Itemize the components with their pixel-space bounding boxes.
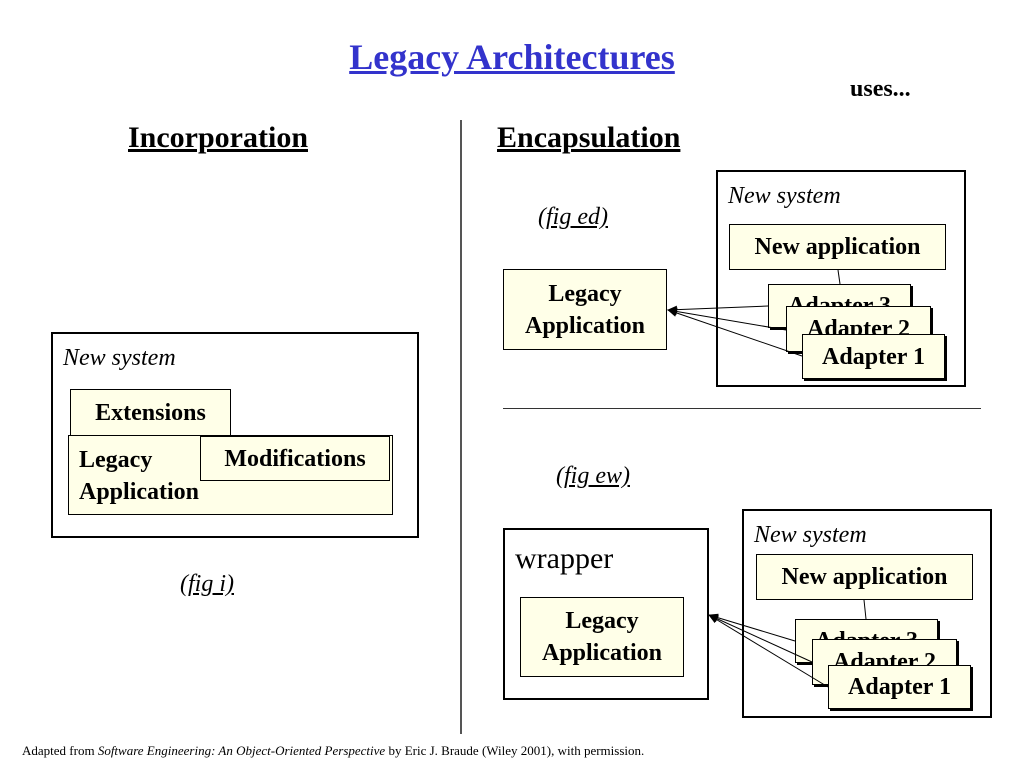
ew-legacy-application-box: Legacy Application <box>520 597 684 677</box>
extensions-label: Extensions <box>95 400 206 426</box>
footer-book-title: Software Engineering: An Object-Oriented… <box>97 743 386 758</box>
ew-new-application-box: New application <box>756 554 973 600</box>
ew-adapter-3-arrow <box>708 613 796 642</box>
ed-legacy-application-box: Legacy Application <box>503 269 667 350</box>
footer-prefix: Adapted from <box>22 743 98 758</box>
ew-legacy-line2: Application <box>541 640 663 666</box>
horizontal-divider <box>503 408 981 409</box>
ed-frame-label: New system <box>728 183 841 209</box>
wrapper-label: wrapper <box>515 542 614 575</box>
vertical-divider <box>460 120 462 734</box>
ed-adapter-1-arrow <box>667 309 803 357</box>
ed-new-application-box: New application <box>729 224 946 270</box>
modifications-label: Modifications <box>224 445 366 472</box>
ed-new-application-label: New application <box>754 234 921 260</box>
page-title: Legacy Architectures <box>349 37 675 77</box>
ed-newapp-to-adapter-line <box>837 269 841 285</box>
extensions-box: Extensions <box>70 389 231 437</box>
modifications-box: Modifications <box>200 436 390 481</box>
ew-legacy-line1: Legacy <box>565 608 639 634</box>
fig-ed-caption: (fig ed) <box>538 204 608 230</box>
incorporation-frame-label: New system <box>63 345 176 371</box>
footer-suffix: by Eric J. Braude (Wiley 2001), with per… <box>385 743 645 758</box>
ed-legacy-line2: Application <box>524 312 646 339</box>
ew-adapter-1-box: Adapter 1 <box>828 665 971 709</box>
footer-attribution: Adapted from Software Engineering: An Ob… <box>22 743 644 759</box>
ew-new-application-label: New application <box>781 564 948 590</box>
ed-adapter-3-arrow <box>667 305 769 314</box>
ew-adapter-1-arrow <box>708 614 829 688</box>
ed-legacy-line1: Legacy <box>548 280 622 307</box>
ew-adapter-2-arrow <box>708 614 813 663</box>
uses-label: uses... <box>850 76 911 102</box>
incorporation-legacy-line1: Legacy <box>79 447 153 473</box>
ew-adapter-1-label: Adapter 1 <box>848 674 951 700</box>
fig-ew-caption: (fig ew) <box>556 463 630 489</box>
ew-newapp-to-adapter-line <box>863 599 867 620</box>
fig-i-caption: (fig i) <box>180 571 234 597</box>
ew-frame-label: New system <box>754 522 867 548</box>
incorporation-legacy-line2: Application <box>79 479 200 505</box>
incorporation-heading: Incorporation <box>128 121 308 154</box>
ed-adapter-2-arrow <box>667 307 787 331</box>
ed-adapter-1-label: Adapter 1 <box>822 343 925 370</box>
ed-adapter-1-box: Adapter 1 <box>802 334 945 379</box>
encapsulation-heading: Encapsulation <box>497 121 681 154</box>
